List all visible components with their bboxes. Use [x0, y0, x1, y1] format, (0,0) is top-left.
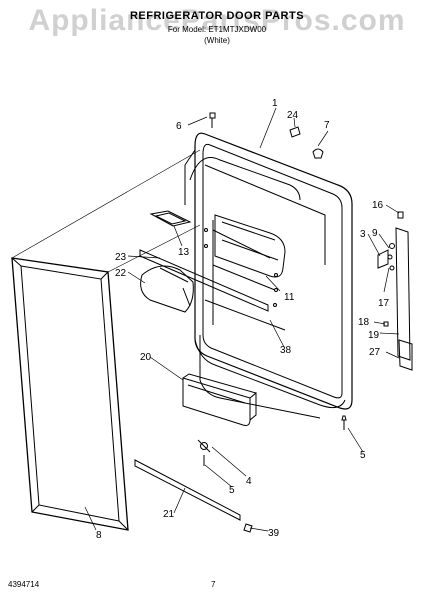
upper-shelf-bin [214, 214, 286, 278]
callout-39: 39 [268, 528, 280, 539]
page-number: 7 [211, 580, 216, 589]
callout-20: 20 [140, 352, 152, 363]
callout-27: 27 [369, 347, 381, 358]
watermark: AppliancePartsPros.com [28, 4, 406, 37]
callout-21: 21 [163, 509, 175, 520]
callout-5-upper: 5 [360, 450, 366, 461]
callout-labels: 1 3 4 5 5 6 7 8 9 11 13 16 17 18 19 20 2… [96, 98, 390, 541]
callout-5-lower: 5 [229, 485, 235, 496]
callout-7: 7 [324, 120, 330, 131]
door-gasket [11, 257, 129, 531]
callout-16: 16 [372, 200, 384, 211]
color-variant: (White) [204, 36, 230, 45]
handle-strip [134, 459, 241, 521]
callout-18: 18 [358, 317, 370, 328]
callout-3: 3 [360, 229, 366, 240]
door-liner [184, 132, 353, 419]
perspective-lines [11, 149, 201, 273]
callout-24: 24 [287, 110, 299, 121]
callout-38: 38 [280, 345, 292, 356]
diagram-title: REFRIGERATOR DOOR PARTS [129, 10, 305, 22]
callout-11: 11 [284, 292, 295, 303]
hinge-assembly [377, 211, 413, 371]
callout-22: 22 [115, 268, 127, 279]
door-shelf-bar [139, 249, 269, 312]
cheese-cover [149, 210, 192, 227]
callout-6: 6 [176, 121, 182, 132]
callout-1: 1 [272, 98, 278, 109]
document-number: 4394714 [8, 580, 40, 589]
callout-8: 8 [96, 530, 102, 541]
callout-23: 23 [115, 252, 127, 263]
callout-17: 17 [378, 298, 390, 309]
callout-9: 9 [372, 228, 378, 239]
screws [197, 112, 347, 533]
callout-4: 4 [246, 476, 252, 487]
callout-19: 19 [368, 330, 380, 341]
dairy-door [140, 265, 194, 313]
leader-lines [84, 107, 400, 532]
model-subtitle: For Model: ET1MTJXDW00 [167, 25, 267, 34]
callout-13: 13 [178, 247, 190, 258]
door-bin [182, 373, 258, 426]
